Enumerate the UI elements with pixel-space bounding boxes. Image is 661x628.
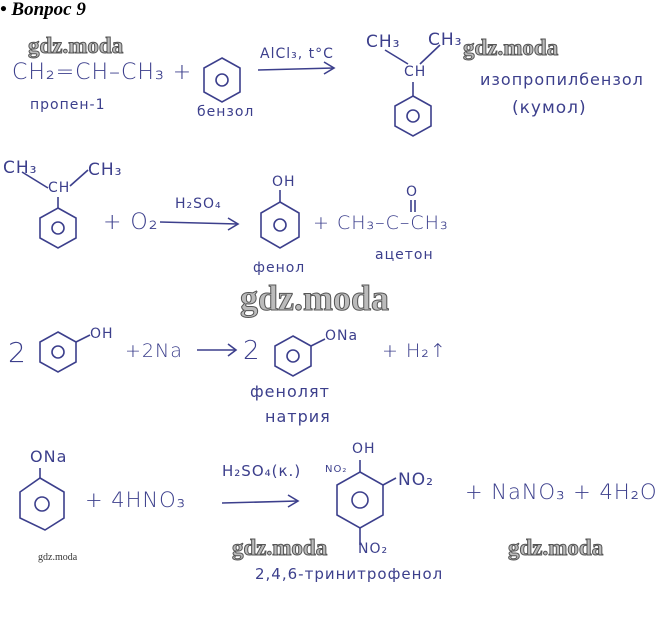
hydrogen-product: + H₂↑ — [382, 340, 447, 362]
question-title: • Вопрос 9 — [0, 0, 86, 20]
acetone-oxygen: O — [406, 184, 419, 200]
condition-label: AlCl₃, t°C — [260, 46, 334, 62]
watermark: gdz.moda — [462, 35, 559, 61]
product-name: натрия — [265, 407, 331, 426]
benzene-ring-icon — [260, 201, 300, 249]
product-name: фенолят — [250, 382, 330, 401]
watermark: gdz.moda — [38, 552, 78, 563]
benzene-name: бензол — [197, 104, 255, 120]
acetone-name: ацетон — [375, 247, 434, 263]
cumene-alt-name: (кумол) — [512, 98, 587, 118]
oh-group: OH — [90, 326, 114, 342]
nitric-acid-reactant: + 4HNO₃ — [85, 488, 187, 512]
reaction-arrow-icon — [221, 494, 300, 508]
ona-group: ONa — [30, 447, 68, 466]
ch3-group: CH₃ — [428, 30, 463, 50]
condition-label: H₂SO₄(к.) — [222, 462, 302, 480]
watermark: gdz.moda — [27, 33, 124, 59]
oh-group: OH — [352, 441, 376, 457]
oh-group: OH — [272, 174, 296, 190]
sodium-reactant: +2Na — [125, 340, 183, 362]
watermark: gdz.moda — [507, 535, 604, 561]
benzene-ring-icon — [19, 477, 65, 531]
watermark: gdz.moda — [239, 278, 390, 319]
oxygen-reactant: + O₂ — [103, 210, 159, 235]
cumene-name: изопропилбензол — [480, 70, 644, 89]
benzene-ring-icon — [274, 335, 312, 377]
condition-label: H₂SO₄ — [175, 196, 222, 212]
propene-name: пропен-1 — [30, 97, 106, 113]
benzene-ring-icon — [39, 207, 77, 249]
coefficient: 2 — [243, 336, 261, 366]
benzene-ring-icon — [336, 471, 384, 529]
ch3-group: CH₃ — [88, 160, 123, 180]
phenol-name: фенол — [253, 260, 306, 276]
coefficient: 2 — [8, 336, 27, 369]
ch3-group: CH₃ — [366, 32, 401, 52]
watermark: gdz.moda — [231, 535, 328, 561]
reaction-arrow-icon — [197, 343, 238, 357]
reaction-arrow-icon — [159, 217, 240, 231]
benzene-ring-icon — [39, 331, 77, 373]
acetone-formula: + CH₃–C–CH₃ — [313, 212, 449, 234]
benzene-ring-icon — [394, 95, 432, 137]
reaction-arrow-icon — [257, 61, 336, 75]
no2-group: NO₂ — [358, 541, 389, 557]
ona-group: ONa — [325, 328, 359, 344]
product-name: 2,4,6-тринитрофенол — [255, 565, 444, 583]
no2-group: NO₂ — [325, 464, 348, 475]
ch3-group: CH₃ — [3, 158, 38, 178]
byproducts: + NaNO₃ + 4H₂O — [465, 480, 658, 504]
propene-formula: CH₂=CH–CH₃ + — [12, 60, 193, 85]
no2-group: NO₂ — [398, 470, 434, 490]
ch-group: CH — [48, 180, 71, 196]
ch-group: CH — [404, 64, 427, 80]
benzene-ring-icon — [203, 57, 241, 103]
